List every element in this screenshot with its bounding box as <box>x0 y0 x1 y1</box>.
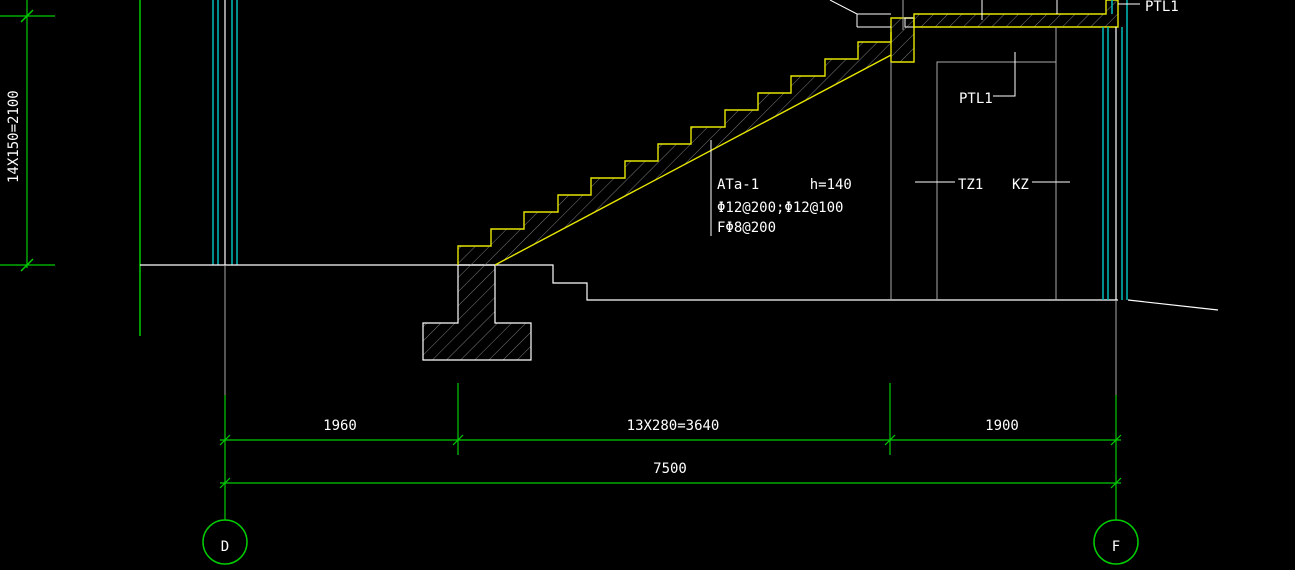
dimension-chain-segments <box>219 383 1122 520</box>
dim-seg2: 13X280=3640 <box>627 418 720 434</box>
stair-flight <box>457 32 892 266</box>
label-kz-group: KZ <box>1012 177 1070 193</box>
label-ptl1-mid: PTL1 <box>959 91 993 107</box>
landing-slab <box>829 0 1119 28</box>
left-column <box>212 0 238 265</box>
label-tz1: TZ1 <box>958 177 983 193</box>
landing-support <box>890 0 1057 300</box>
axis-bubble-f: F <box>1093 519 1139 565</box>
axis-label-d: D <box>221 539 229 555</box>
stair-line-2: Φ12@200;Φ12@100 <box>717 200 843 216</box>
dim-total: 7500 <box>653 461 687 477</box>
left-dim-label: 14X150=2100 <box>6 90 22 183</box>
label-tz1-group: TZ1 <box>915 177 983 193</box>
axis-bubble-d: D <box>202 519 248 565</box>
dim-seg3: 1900 <box>985 418 1019 434</box>
right-column <box>1102 0 1128 300</box>
label-kz: KZ <box>1012 177 1029 193</box>
stair-footing <box>422 264 532 361</box>
stair-annotation: ATa-1 h=140 Φ12@200;Φ12@100 FΦ8@200 <box>710 140 852 236</box>
left-vertical-dimension: 14X150=2100 <box>0 0 55 272</box>
label-ptl1-top-group: PTL1 <box>1118 0 1179 15</box>
dim-seg1: 1960 <box>323 418 357 434</box>
axis-label-f: F <box>1112 539 1120 555</box>
stair-line-1: ATa-1 h=140 <box>717 177 852 193</box>
stair-line-3: FΦ8@200 <box>717 220 776 236</box>
label-ptl1-top: PTL1 <box>1145 0 1179 15</box>
label-ptl1-mid-group: PTL1 <box>959 52 1016 107</box>
